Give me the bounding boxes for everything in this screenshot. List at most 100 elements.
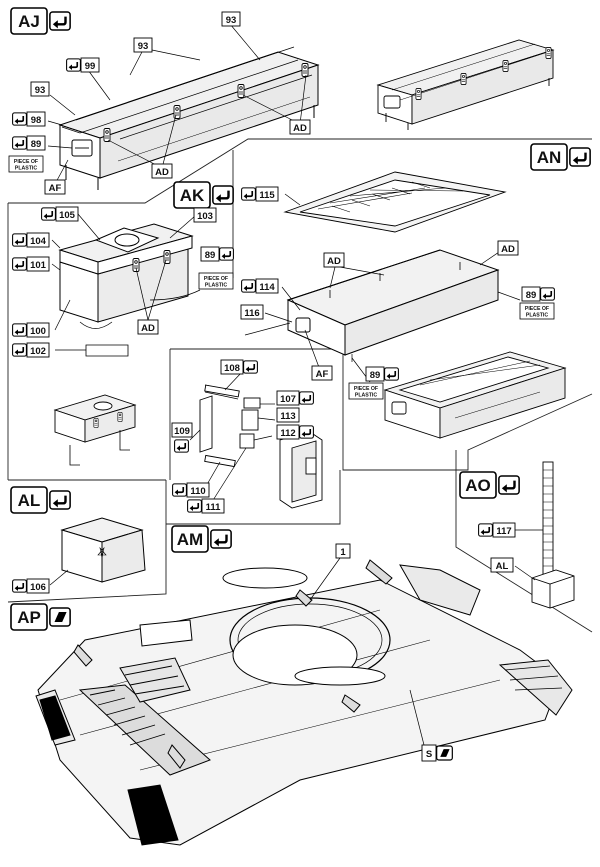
glue-arrow-icon bbox=[12, 257, 27, 271]
svg-text:89: 89 bbox=[31, 139, 42, 150]
glue-arrow-icon bbox=[219, 247, 234, 261]
svg-text:1: 1 bbox=[340, 547, 346, 558]
svg-text:AD: AD bbox=[327, 256, 341, 267]
svg-text:112: 112 bbox=[280, 428, 295, 439]
glue-arrow-icon bbox=[49, 11, 71, 31]
callout-aj-89: 89 bbox=[12, 135, 46, 151]
svg-text:102: 102 bbox=[30, 346, 46, 357]
callout-ap-s: S bbox=[421, 744, 453, 762]
an-tray-lid bbox=[283, 171, 507, 233]
svg-text:AP: AP bbox=[17, 608, 41, 627]
callout-am-109: 109 bbox=[171, 422, 193, 453]
callout-ak-105: 105 bbox=[41, 206, 79, 222]
glue-arrow-icon bbox=[241, 279, 256, 293]
glue-arrow-icon bbox=[41, 207, 56, 221]
glue-arrow-icon bbox=[478, 523, 493, 537]
an-tray-assembly bbox=[244, 249, 500, 362]
callout-an-af: AF bbox=[311, 365, 333, 381]
svg-text:AF: AF bbox=[49, 183, 62, 194]
glue-arrow-icon bbox=[12, 323, 27, 337]
callout-ak-89: 89 bbox=[200, 246, 234, 262]
callout-am-107: 107 bbox=[276, 390, 314, 406]
svg-text:PIECE OF: PIECE OF bbox=[204, 276, 228, 282]
svg-text:104: 104 bbox=[30, 236, 47, 247]
ap-hull-deck bbox=[35, 559, 573, 846]
callout-an-piece-of-plastic-right: PIECE OF PLASTIC bbox=[519, 302, 555, 320]
glue-arrow-icon bbox=[384, 367, 399, 381]
glue-arrow-icon bbox=[540, 287, 555, 301]
al-leader-line bbox=[49, 569, 69, 586]
paint-flag-icon bbox=[436, 745, 453, 761]
glue-arrow-icon bbox=[299, 425, 314, 439]
callout-ak-103: 103 bbox=[193, 207, 217, 223]
ap-leader-lines bbox=[309, 557, 425, 746]
svg-text:113: 113 bbox=[280, 411, 295, 422]
svg-text:PLASTIC: PLASTIC bbox=[355, 393, 377, 399]
an-tray-finished bbox=[383, 351, 567, 439]
glue-arrow-icon bbox=[66, 58, 81, 72]
callout-aj-piece-of-plastic: PIECE OF PLASTIC bbox=[8, 155, 44, 173]
ao-leader-lines bbox=[500, 529, 543, 581]
callout-am-112: 112 bbox=[276, 424, 314, 440]
svg-text:109: 109 bbox=[174, 426, 190, 437]
glue-arrow-icon bbox=[172, 483, 187, 497]
svg-text:AL: AL bbox=[496, 561, 509, 572]
al-part bbox=[60, 517, 146, 583]
ak-box-assembly bbox=[58, 223, 201, 357]
svg-text:89: 89 bbox=[205, 250, 216, 261]
svg-text:89: 89 bbox=[370, 370, 381, 381]
callout-ak-104: 104 bbox=[12, 232, 50, 248]
aj-crate-assembly bbox=[58, 46, 320, 190]
aj-crate-finished bbox=[376, 39, 555, 130]
callout-ao-al: AL bbox=[490, 557, 514, 573]
glue-arrow-icon bbox=[210, 529, 232, 549]
svg-text:PIECE OF: PIECE OF bbox=[525, 306, 549, 312]
glue-arrow-icon bbox=[569, 147, 591, 167]
ak-leader-lines bbox=[51, 213, 196, 351]
callout-an-piece-of-plastic-bottom: PIECE OF PLASTIC bbox=[348, 382, 384, 400]
svg-text:89: 89 bbox=[526, 290, 537, 301]
svg-text:111: 111 bbox=[206, 502, 222, 513]
svg-text:PLASTIC: PLASTIC bbox=[15, 166, 37, 172]
svg-text:AO: AO bbox=[465, 476, 491, 495]
ao-part bbox=[531, 461, 575, 609]
svg-text:AD: AD bbox=[501, 244, 515, 255]
step-badge-am: AM bbox=[171, 525, 232, 553]
svg-text:AD: AD bbox=[293, 123, 307, 134]
svg-text:AN: AN bbox=[537, 148, 562, 167]
callout-ak-102: 102 bbox=[12, 342, 50, 358]
svg-text:AK: AK bbox=[180, 186, 205, 205]
section-dividers bbox=[7, 138, 593, 633]
glue-arrow-icon bbox=[12, 233, 27, 247]
callout-ak-piece-of-plastic: PIECE OF PLASTIC bbox=[198, 272, 234, 290]
svg-text:AF: AF bbox=[316, 369, 329, 380]
svg-text:116: 116 bbox=[244, 308, 259, 319]
svg-text:105: 105 bbox=[59, 210, 76, 221]
step-badge-aj: AJ bbox=[10, 7, 71, 35]
callout-al-106: 106 bbox=[12, 578, 50, 594]
step-badge-an: AN bbox=[530, 143, 591, 171]
svg-text:AD: AD bbox=[155, 167, 169, 178]
callout-ak-101: 101 bbox=[12, 256, 50, 272]
svg-text:AL: AL bbox=[18, 491, 41, 510]
callout-am-113: 113 bbox=[276, 407, 300, 423]
callout-ap-1: 1 bbox=[335, 543, 351, 559]
glue-arrow-icon bbox=[12, 579, 27, 593]
callout-am-111: 111 bbox=[187, 498, 225, 514]
svg-text:107: 107 bbox=[280, 394, 296, 405]
callout-aj-af: AF bbox=[44, 179, 66, 195]
svg-text:PLASTIC: PLASTIC bbox=[205, 283, 227, 289]
svg-text:93: 93 bbox=[35, 85, 46, 96]
callout-an-114: 114 bbox=[241, 278, 279, 294]
callout-am-110: 110 bbox=[172, 482, 210, 498]
svg-text:PIECE OF: PIECE OF bbox=[354, 386, 378, 392]
glue-arrow-icon bbox=[243, 360, 258, 374]
callout-am-108: 108 bbox=[220, 359, 258, 375]
step-badge-ap: AP bbox=[10, 603, 71, 631]
callout-aj-93-top: 93 bbox=[221, 11, 241, 27]
svg-text:PIECE OF: PIECE OF bbox=[14, 159, 38, 165]
svg-text:AJ: AJ bbox=[18, 12, 40, 31]
svg-text:115: 115 bbox=[259, 190, 275, 201]
callout-aj-98: 98 bbox=[12, 111, 46, 127]
